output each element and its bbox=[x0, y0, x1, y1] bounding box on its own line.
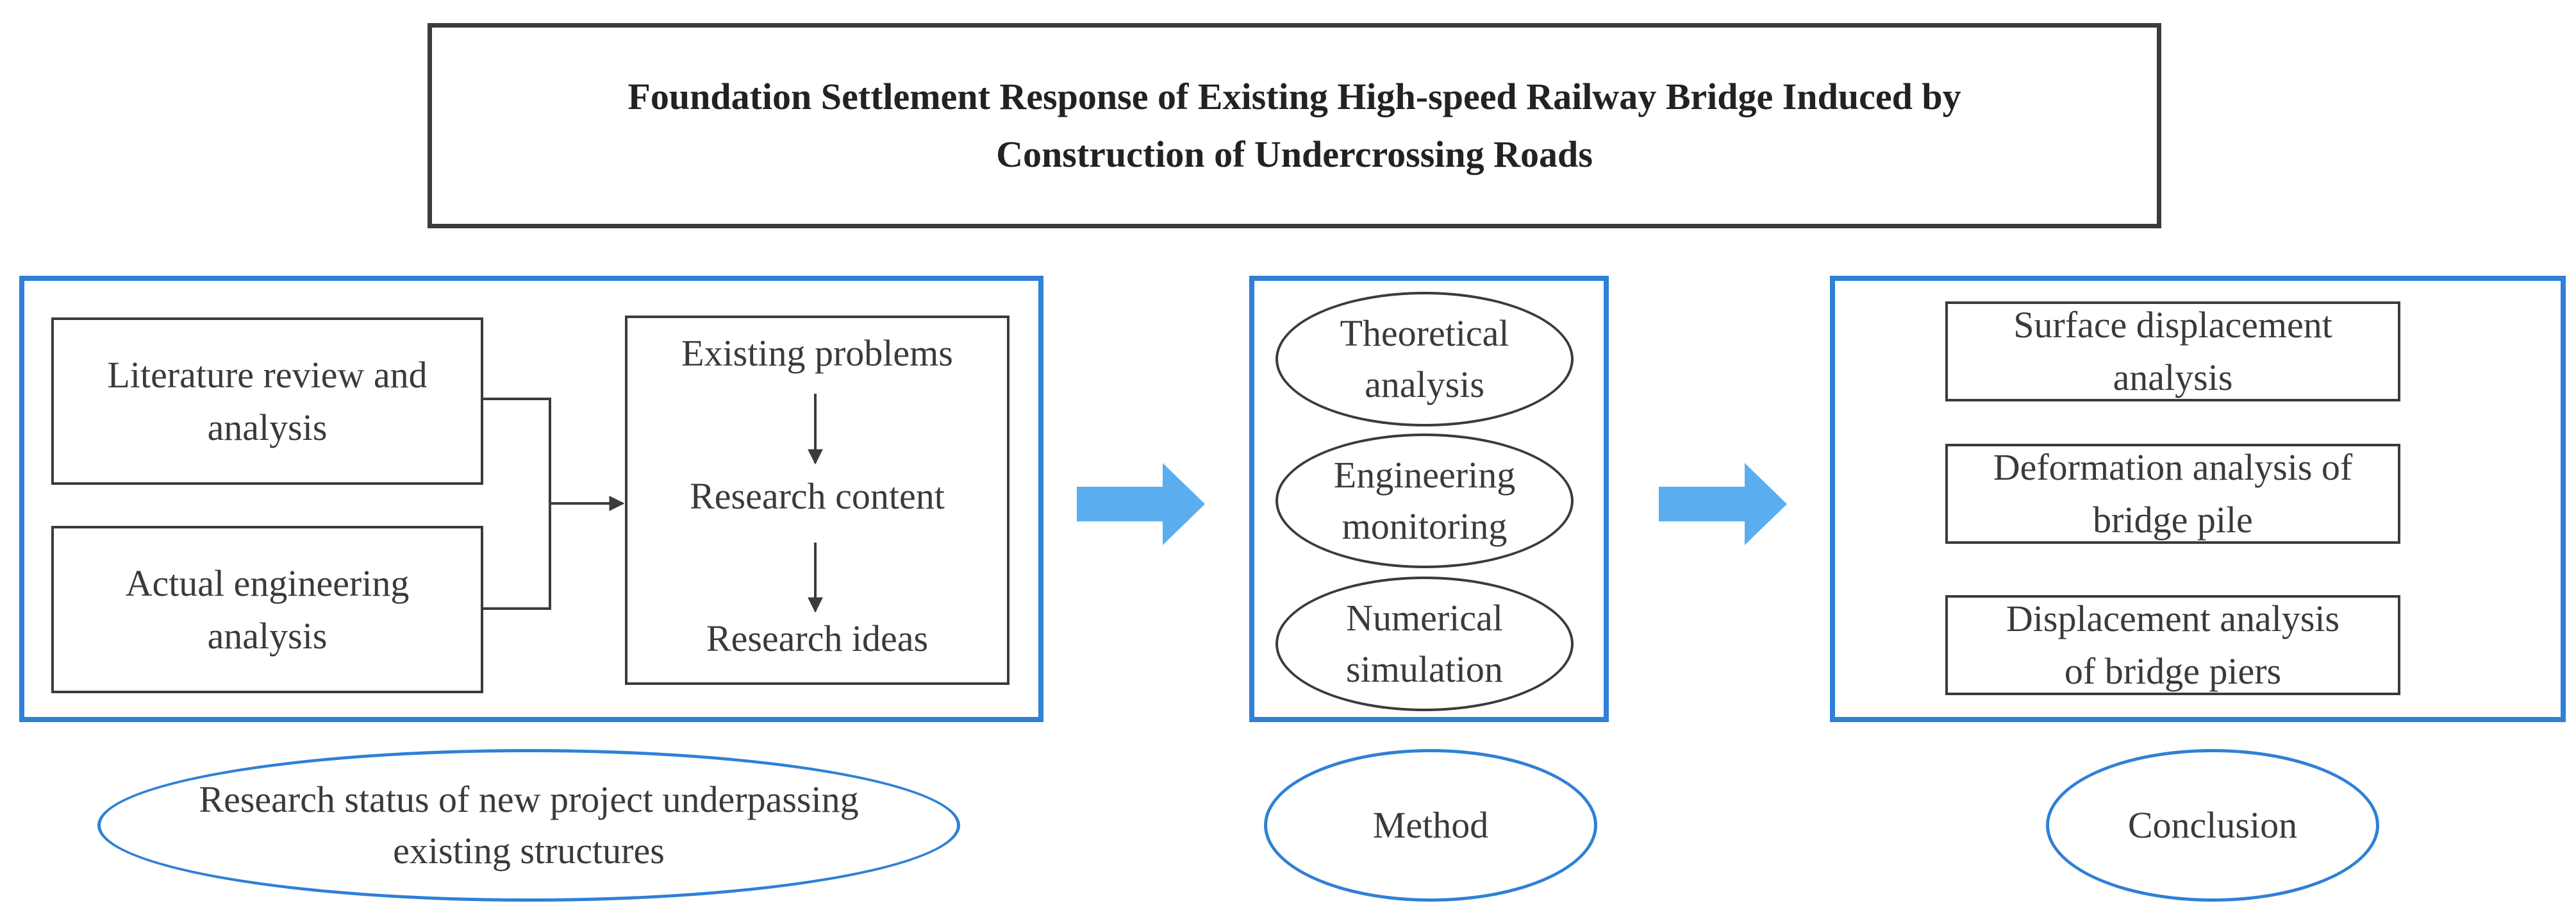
research-status-caption-line-2: existing structures bbox=[393, 830, 665, 872]
right-arrow-icon bbox=[1659, 463, 1787, 545]
surface-line-2: analysis bbox=[2113, 357, 2233, 398]
pier-displacement-box: Displacement analysis of bridge piers bbox=[1945, 595, 2400, 695]
simulation-line-2: simulation bbox=[1346, 648, 1503, 690]
literature-review-box: Literature review and analysis bbox=[51, 317, 483, 485]
right-arrow-icon bbox=[1077, 463, 1205, 545]
engineering-monitoring-oval: Engineering monitoring bbox=[1276, 434, 1574, 568]
surface-displacement-box: Surface displacement analysis bbox=[1945, 301, 2400, 401]
merge-bracket bbox=[483, 398, 551, 610]
conclusion-caption-text: Conclusion bbox=[2127, 804, 2298, 846]
actual-engineering-line-2: analysis bbox=[207, 614, 328, 657]
pile-deformation-box: Deformation analysis of bridge pile bbox=[1945, 444, 2400, 544]
piers-line-2: of bridge piers bbox=[2064, 650, 2282, 692]
actual-engineering-line-1: Actual engineering bbox=[125, 562, 410, 604]
literature-review-line-1: Literature review and bbox=[107, 353, 428, 396]
method-caption-text: Method bbox=[1372, 804, 1489, 846]
research-status-caption-line-1: Research status of new project underpass… bbox=[199, 779, 859, 820]
theoretical-line-1: Theoretical bbox=[1340, 312, 1509, 354]
diagram-title: Foundation Settlement Response of Existi… bbox=[526, 68, 2064, 183]
numerical-simulation-oval: Numerical simulation bbox=[1276, 577, 1574, 711]
method-caption: Method bbox=[1264, 749, 1597, 902]
actual-engineering-box: Actual engineering analysis bbox=[51, 526, 483, 693]
research-status-caption: Research status of new project underpass… bbox=[97, 749, 960, 902]
pile-line-1: Deformation analysis of bbox=[1993, 446, 2353, 488]
title-box: Foundation Settlement Response of Existi… bbox=[428, 23, 2161, 228]
research-content-label: Research content bbox=[690, 475, 945, 517]
piers-line-1: Displacement analysis bbox=[2006, 598, 2340, 639]
existing-problems-label: Existing problems bbox=[681, 332, 953, 374]
monitoring-line-2: monitoring bbox=[1342, 505, 1508, 547]
literature-review-line-2: analysis bbox=[207, 406, 328, 448]
monitoring-line-1: Engineering bbox=[1333, 454, 1516, 496]
title-line-2: Construction of Undercrossing Roads bbox=[996, 133, 1593, 175]
surface-line-1: Surface displacement bbox=[2013, 304, 2332, 346]
simulation-line-1: Numerical bbox=[1346, 597, 1503, 639]
title-line-1: Foundation Settlement Response of Existi… bbox=[627, 76, 1961, 117]
research-ideas-label: Research ideas bbox=[706, 618, 929, 659]
theoretical-analysis-oval: Theoretical analysis bbox=[1276, 292, 1574, 426]
research-flow-box: Existing problems Research content Resea… bbox=[625, 316, 1010, 685]
theoretical-line-2: analysis bbox=[1365, 364, 1484, 405]
pile-line-2: bridge pile bbox=[2093, 499, 2253, 541]
conclusion-caption: Conclusion bbox=[2046, 749, 2379, 902]
